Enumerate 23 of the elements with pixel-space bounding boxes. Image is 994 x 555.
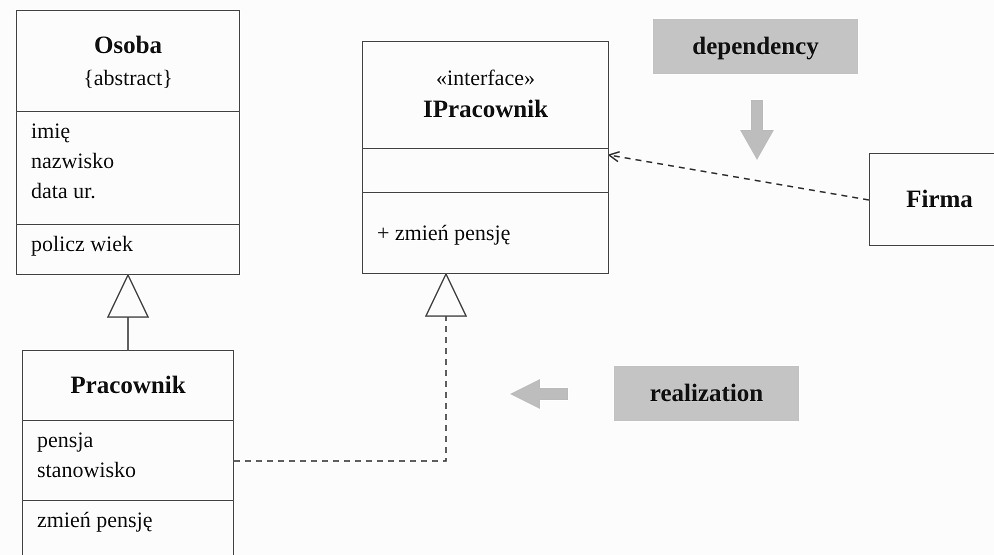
attribute: imię <box>31 117 70 146</box>
class-name: Pracownik <box>70 370 186 400</box>
class-name: Firma <box>906 184 973 214</box>
note-label: realization <box>614 366 799 421</box>
attribute: stanowisko <box>37 456 136 484</box>
operation: policz wiek <box>31 230 134 258</box>
class-box <box>16 10 240 275</box>
constraint: {abstract} <box>83 64 173 92</box>
stereotype: «interface» <box>436 64 535 92</box>
attribute: pensja <box>37 426 94 454</box>
class-box <box>22 350 234 555</box>
class-box <box>869 153 994 246</box>
attribute: nazwisko <box>31 147 114 176</box>
attribute: data ur. <box>31 177 96 206</box>
realization-arrow <box>234 273 467 462</box>
class-name: IPracownik <box>423 95 548 125</box>
operation: + zmień pensję <box>377 218 510 247</box>
generalization-arrow <box>107 274 149 350</box>
dependency-arrow <box>608 151 870 201</box>
class-box <box>362 41 609 274</box>
class-name: Osoba <box>94 31 162 62</box>
operation: zmień pensję <box>37 506 152 534</box>
note-label: dependency <box>653 19 858 74</box>
